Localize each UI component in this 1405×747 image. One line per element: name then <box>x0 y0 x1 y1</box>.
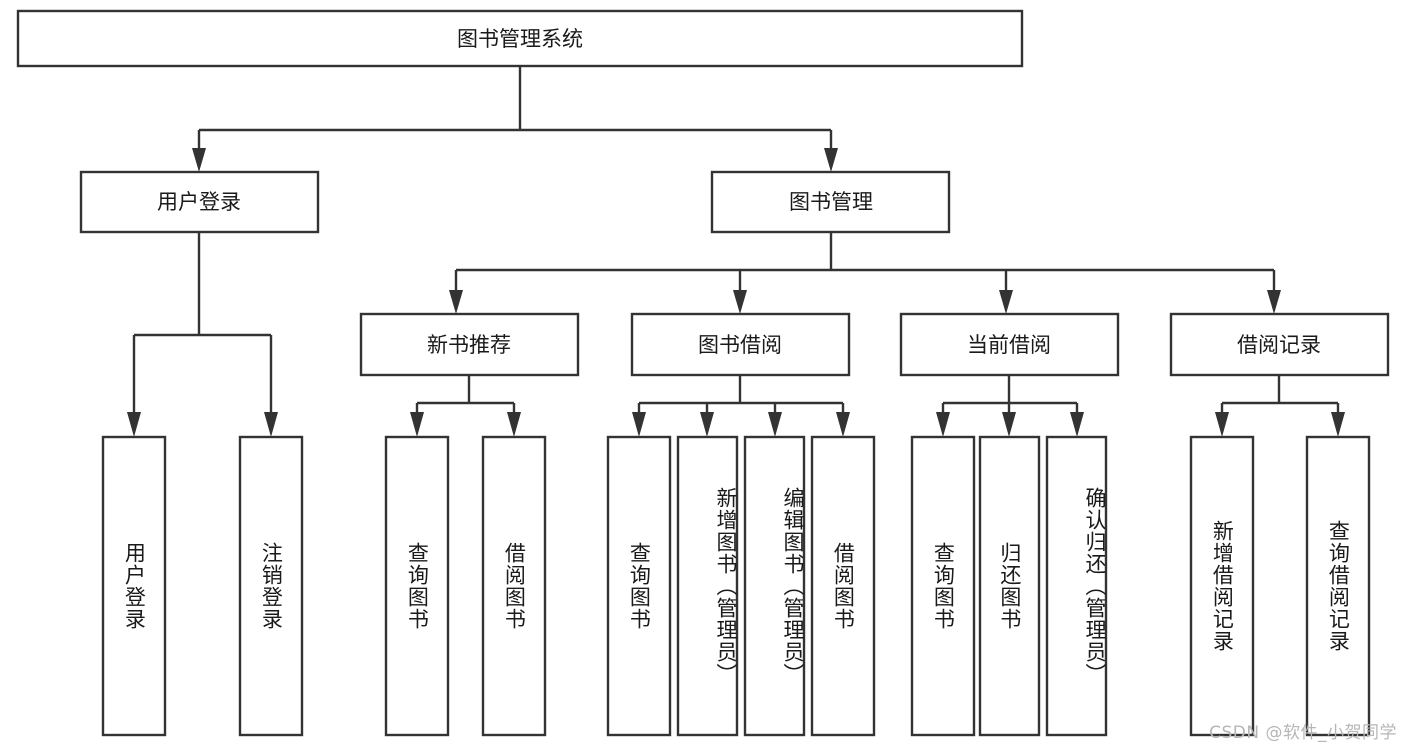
leaf-box-book-borrow-0[interactable] <box>606 435 672 737</box>
node-book-borrow[interactable]: 图书借阅 <box>630 312 851 377</box>
node-user-login[interactable]: 用户登录 <box>79 170 320 234</box>
connector-current-borrow-to-leaves <box>936 375 1084 437</box>
leaf-box-current-borrow-1[interactable] <box>978 435 1041 737</box>
leaf-box-borrow-record-1[interactable] <box>1305 435 1371 737</box>
node-book-management[interactable]: 图书管理 <box>710 170 951 234</box>
node-root-label: 图书管理系统 <box>457 27 583 51</box>
connector-root-to-level1 <box>192 66 838 172</box>
node-borrow-record[interactable]: 借阅记录 <box>1169 312 1390 377</box>
leaf-box-user-login-0[interactable] <box>101 435 167 737</box>
node-borrow-record-label: 借阅记录 <box>1237 333 1321 357</box>
connector-book-borrow-to-leaves <box>632 375 850 437</box>
leaf-box-borrow-record-0[interactable] <box>1189 435 1255 737</box>
node-current-borrow-label: 当前借阅 <box>967 333 1051 357</box>
leaf-box-new-book-0[interactable] <box>384 435 450 737</box>
node-root[interactable]: 图书管理系统 <box>16 9 1024 68</box>
leaf-box-new-book-1[interactable] <box>481 435 547 737</box>
connector-user-login-to-leaves <box>127 232 278 437</box>
leaf-box-book-borrow-1[interactable] <box>676 435 739 737</box>
leaf-box-current-borrow-0[interactable] <box>910 435 976 737</box>
leaf-box-user-login-1[interactable] <box>238 435 304 737</box>
node-user-login-label: 用户登录 <box>157 190 241 214</box>
connector-book-management-to-level2 <box>449 232 1281 314</box>
node-current-borrow[interactable]: 当前借阅 <box>899 312 1120 377</box>
leaf-box-book-borrow-3[interactable] <box>810 435 876 737</box>
connector-new-book-recommend-to-leaves <box>410 375 521 437</box>
node-book-borrow-label: 图书借阅 <box>698 333 782 357</box>
node-new-book-recommend-label: 新书推荐 <box>427 333 511 357</box>
connector-borrow-record-to-leaves <box>1215 375 1345 437</box>
csdn-watermark: CSDN @软件_小贺同学 <box>1209 723 1397 743</box>
node-new-book-recommend[interactable]: 新书推荐 <box>359 312 580 377</box>
node-book-management-label: 图书管理 <box>789 190 873 214</box>
leaf-box-book-borrow-2[interactable] <box>743 435 806 737</box>
leaf-box-current-borrow-2[interactable] <box>1045 435 1108 737</box>
